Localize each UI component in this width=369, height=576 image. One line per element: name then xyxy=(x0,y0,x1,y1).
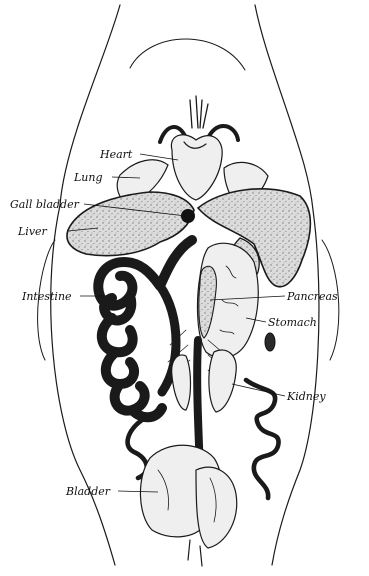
pancreas-label: Pancreas xyxy=(286,290,338,303)
liver-label: Liver xyxy=(17,225,48,238)
intestine-label: Intestine xyxy=(21,290,72,303)
bladder-label: Bladder xyxy=(65,485,111,498)
gall-bladder-label: Gall bladder xyxy=(10,198,80,211)
kidney-label: Kidney xyxy=(286,390,326,403)
stomach-label: Stomach xyxy=(268,316,317,329)
heart-label: Heart xyxy=(99,148,133,161)
bladder xyxy=(140,445,236,566)
lung-label: Lung xyxy=(73,171,103,184)
oval-body xyxy=(265,333,275,351)
kidney xyxy=(172,350,237,412)
